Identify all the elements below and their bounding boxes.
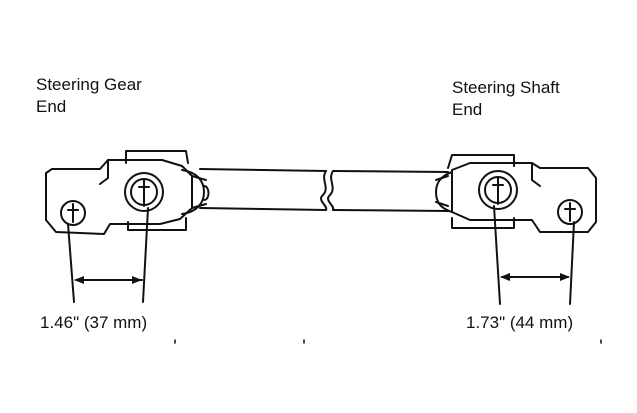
left-small-bolt — [60, 200, 86, 226]
right-universal-joint — [435, 154, 597, 233]
steering-gear-end-label-line1: Steering Gear — [36, 75, 142, 94]
right-pinch-bolt — [478, 170, 518, 210]
left-dimension-arrows — [74, 276, 142, 284]
left-pinch-bolt — [124, 172, 164, 212]
steering-shaft-end-label-line1: Steering Shaft — [452, 78, 560, 97]
left-dimension-lines — [67, 207, 149, 303]
left-universal-joint — [45, 150, 210, 235]
right-small-bolt — [557, 199, 583, 225]
right-dimension-lines — [493, 205, 575, 305]
right-dimension-value: 1.73" (44 mm) — [466, 313, 574, 332]
steering-gear-end-label-line2: End — [36, 97, 67, 116]
scan-marks — [174, 339, 602, 344]
steering-shaft-end-label-line2: End — [452, 100, 483, 119]
left-dimension-value: 1.46" (37 mm) — [40, 313, 148, 332]
right-dimension-arrows — [500, 273, 570, 281]
intermediate-shaft — [199, 168, 449, 212]
